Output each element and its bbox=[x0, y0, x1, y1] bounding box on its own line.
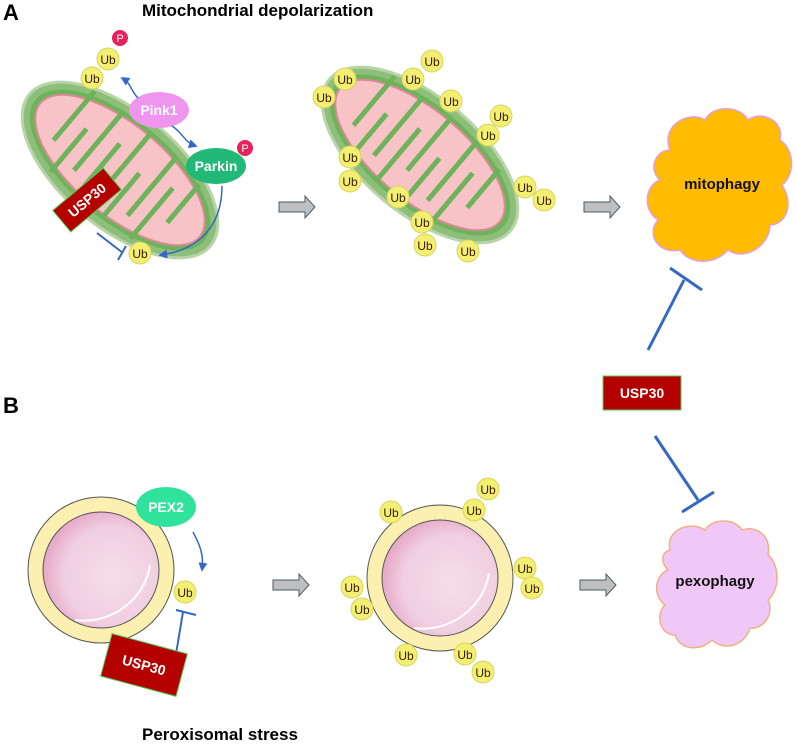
ub-label: Ub bbox=[337, 73, 353, 87]
ub-circle bbox=[394, 643, 418, 667]
ub-label: Ub bbox=[443, 95, 459, 109]
ub-label: Ub bbox=[480, 483, 496, 497]
ub-circle bbox=[386, 185, 410, 209]
ub-label: Ub bbox=[316, 91, 332, 105]
ub-label: Ub bbox=[524, 582, 540, 596]
pink1-protein bbox=[129, 92, 189, 128]
ub-circle bbox=[401, 67, 425, 91]
ub-label: Ub bbox=[517, 181, 533, 195]
pink1-to-parkin-arrow bbox=[171, 125, 198, 148]
ub-circle bbox=[379, 500, 403, 524]
ub-label: Ub bbox=[100, 53, 116, 67]
ub-label: Ub bbox=[344, 581, 360, 595]
usp30-inhibit-mitophagy bbox=[646, 266, 703, 351]
process-arrow-b2 bbox=[579, 572, 617, 598]
pex2-to-ub-arrow bbox=[192, 531, 208, 572]
parkin-protein bbox=[186, 148, 246, 184]
peroxisome-1 bbox=[27, 496, 175, 644]
ub-label: Ub bbox=[424, 55, 440, 69]
ub-label: Ub bbox=[517, 562, 533, 576]
ub-chain-pink1: P Ub Ub bbox=[80, 30, 128, 90]
pex2-protein bbox=[136, 487, 196, 527]
process-arrow-b1 bbox=[272, 572, 310, 598]
ub-label: Ub bbox=[398, 649, 414, 663]
usp30-box-shared bbox=[602, 375, 682, 411]
mitochondrion-2 bbox=[320, 65, 520, 245]
parkin-to-ub-arrow bbox=[158, 185, 223, 259]
ub-circle bbox=[340, 575, 364, 599]
usp30-inhibit-pexophagy bbox=[653, 435, 715, 514]
panel-b-letter: B bbox=[3, 393, 19, 418]
panel-a-letter: A bbox=[3, 0, 19, 25]
ub-circle bbox=[338, 169, 362, 193]
ub-label: Ub bbox=[457, 648, 473, 662]
ub-circle bbox=[453, 642, 477, 666]
ub-circle bbox=[489, 104, 513, 128]
ub-circle bbox=[520, 576, 544, 600]
ub-label: Ub bbox=[342, 175, 358, 189]
ub-circle bbox=[420, 49, 444, 73]
ub-circle bbox=[410, 210, 434, 234]
ub-circle bbox=[456, 239, 480, 263]
phospho-ub-label: P bbox=[116, 33, 123, 45]
phospho-parkin bbox=[237, 140, 253, 156]
ub-label: Ub bbox=[466, 504, 482, 518]
ub-label: Ub bbox=[405, 73, 421, 87]
ub-circle bbox=[513, 175, 537, 199]
ub-circle bbox=[413, 233, 437, 257]
ub-label: Ub bbox=[475, 666, 491, 680]
process-arrow-a1 bbox=[278, 194, 316, 220]
ub-circle bbox=[80, 66, 104, 90]
panel-a-title: Mitochondrial depolarization bbox=[142, 1, 373, 20]
ub-circle bbox=[312, 85, 336, 109]
ub-circle bbox=[471, 660, 495, 684]
ub-circle bbox=[173, 580, 197, 604]
ub-label: Ub bbox=[84, 72, 100, 86]
ub-label: Ub bbox=[536, 194, 552, 208]
ub-label: Ub bbox=[383, 506, 399, 520]
ub-circle bbox=[333, 67, 357, 91]
phospho-ub bbox=[112, 30, 128, 46]
mitophagy-label: mitophagy bbox=[684, 176, 760, 193]
panel-b-title: Peroxisomal stress bbox=[142, 725, 298, 744]
ub-label: Ub bbox=[177, 586, 193, 600]
ub-label: Ub bbox=[460, 245, 476, 259]
parkin-label: Parkin bbox=[195, 158, 238, 174]
ub-circle bbox=[338, 145, 362, 169]
ub-circle bbox=[476, 123, 500, 147]
ub-label: Ub bbox=[132, 247, 148, 261]
mitochondrion-1 bbox=[20, 80, 220, 260]
ub-label: Ub bbox=[480, 129, 496, 143]
phospho-parkin-label: P bbox=[241, 143, 248, 155]
ub-circle bbox=[532, 188, 556, 212]
ub-label: Ub bbox=[354, 603, 370, 617]
ub-circle bbox=[462, 498, 486, 522]
pink1-label: Pink1 bbox=[140, 102, 178, 118]
ub-label: Ub bbox=[414, 216, 430, 230]
pink1-to-ub-arrow bbox=[120, 77, 139, 99]
ub-circle bbox=[439, 89, 463, 113]
pexophagy-label: pexophagy bbox=[675, 573, 755, 590]
ub-circle bbox=[96, 47, 120, 71]
ub-label: Ub bbox=[493, 110, 509, 124]
mitophagy-cloud bbox=[646, 108, 793, 262]
usp30-label-shared: USP30 bbox=[620, 385, 665, 401]
ub-circle bbox=[128, 241, 152, 265]
ub-circle bbox=[350, 597, 374, 621]
ub-label: Ub bbox=[417, 239, 433, 253]
pexophagy-cloud bbox=[656, 520, 778, 649]
ub-label: Ub bbox=[342, 151, 358, 165]
peroxisome-2 bbox=[366, 504, 514, 652]
pex2-label: PEX2 bbox=[148, 499, 184, 515]
usp30-inhibit-a bbox=[96, 232, 127, 261]
ub-circle bbox=[476, 477, 500, 501]
ub-label: Ub bbox=[390, 191, 406, 205]
usp30-box-b: USP30 bbox=[100, 633, 188, 697]
usp30-inhibit-b bbox=[175, 609, 197, 655]
process-arrow-a2 bbox=[583, 194, 621, 220]
